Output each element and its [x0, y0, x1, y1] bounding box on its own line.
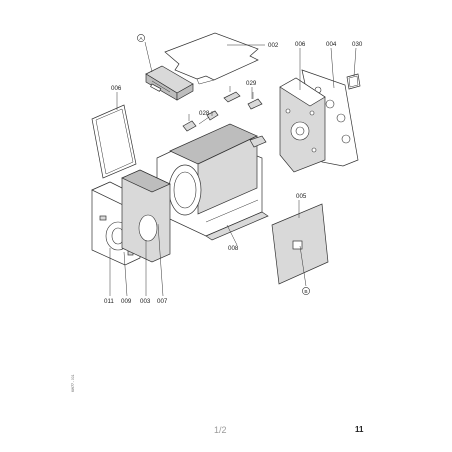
part-006-left-panel: [91, 104, 137, 179]
marker-a: A: [137, 34, 145, 42]
label-009: 009: [121, 298, 132, 305]
part-029-brackets: [223, 86, 263, 110]
label-008: 008: [228, 245, 239, 252]
part-003-insulation-pad: [121, 169, 171, 263]
label-030: 030: [352, 41, 363, 48]
part-030-gasket: [346, 73, 361, 90]
label-005: 005: [296, 193, 307, 200]
drum-body: [156, 123, 269, 241]
label-002: 002: [268, 42, 279, 49]
svg-text:A: A: [139, 36, 143, 42]
part-028-clips: [182, 110, 219, 132]
part-006-insulation-block: [279, 77, 326, 173]
label-004: 004: [326, 41, 337, 48]
label-029: 029: [246, 80, 257, 87]
label-028: 028: [199, 110, 210, 117]
page-number: 11: [355, 425, 364, 434]
label-007: 007: [157, 298, 168, 305]
label-006-top: 006: [295, 41, 306, 48]
label-006-left: 006: [111, 85, 122, 92]
document-code: 6W77 - 001: [71, 374, 75, 392]
label-011: 011: [104, 298, 114, 305]
leader-lines: [109, 41, 357, 297]
control-box-module: [145, 65, 194, 101]
marker-b: B: [302, 287, 310, 295]
part-005-side-panel: [271, 203, 329, 287]
svg-text:B: B: [304, 289, 307, 295]
label-003: 003: [140, 298, 151, 305]
page-fraction: 1/2: [214, 425, 227, 435]
